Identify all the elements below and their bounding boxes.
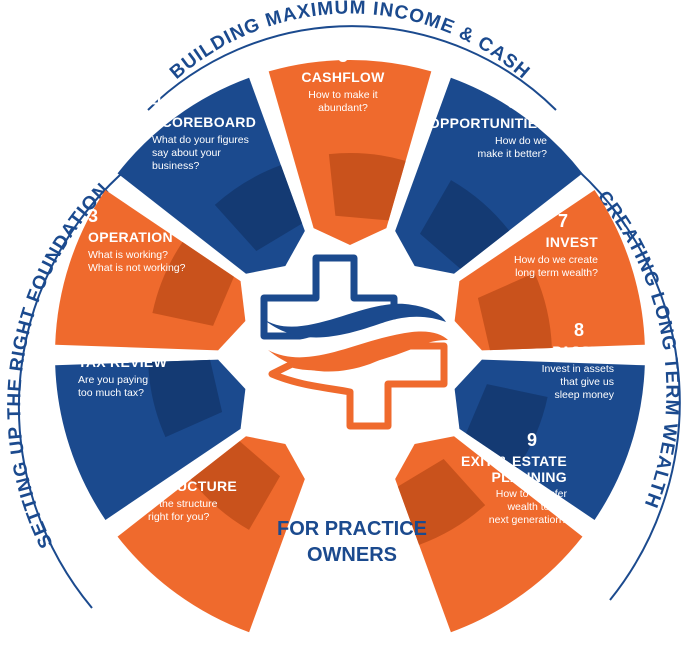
center-title-line1: FOR PRACTICE xyxy=(277,518,427,540)
segment-3-shade xyxy=(152,242,234,326)
segment-7-desc-line: How do we create xyxy=(514,254,598,266)
segment-9-title-line2: PLANNING xyxy=(491,469,567,485)
center-title-line2: OWNERS xyxy=(307,544,397,566)
segment-3-desc-line: What is not working? xyxy=(88,262,186,274)
logo-swoosh-blue xyxy=(262,303,446,338)
segment-1-desc-line: right for you? xyxy=(148,511,209,523)
segment-5-title: CASHFLOW xyxy=(301,69,385,85)
segment-9-desc-line: wealth to the xyxy=(506,501,567,513)
segment-4-title: SCOREBOARD xyxy=(152,114,256,130)
segment-8-desc-line: sleep money xyxy=(554,389,614,401)
segment-8-desc-line: that give us xyxy=(560,376,614,388)
segment-3-title: OPERATION xyxy=(88,229,173,245)
segment-9-desc-line: How to transfer xyxy=(496,488,568,500)
segment-7-shade xyxy=(477,272,552,351)
segment-1-title: STRUCTURE xyxy=(148,478,237,494)
segment-1-shade xyxy=(190,441,280,530)
segment-8-title: PASSIVE xyxy=(552,343,614,359)
segment-4-number: 4 xyxy=(152,91,162,111)
segment-4-shade xyxy=(214,165,303,251)
segment-2-desc-line: Are you paying xyxy=(78,374,148,386)
segment-2-title: TAX REVIEW xyxy=(78,354,168,370)
segment-8-shade xyxy=(466,384,548,468)
segment-4-desc-line: business? xyxy=(152,160,199,172)
segment-2-desc-line: too much tax? xyxy=(78,387,144,399)
segment-8-desc-line: Invest in assets xyxy=(542,363,614,375)
segment-7-number: 7 xyxy=(558,211,568,231)
segment-5-number: 5 xyxy=(338,46,348,66)
segment-5-desc-line: How to make it xyxy=(308,89,378,101)
segment-8-number: 8 xyxy=(574,320,584,340)
segment-5-shade xyxy=(328,153,406,221)
segment-6-shade xyxy=(420,180,510,269)
segment-9-title: EXIT & ESTATE xyxy=(461,453,567,469)
outer-ring-top xyxy=(147,25,557,111)
segment-6-number: 6 xyxy=(507,92,517,112)
segment-7-title: INVEST xyxy=(546,234,599,250)
segment-9-shade xyxy=(397,459,486,545)
segment-5-desc-line: abundant? xyxy=(318,102,368,114)
segment-1-desc-line: Is the structure xyxy=(148,498,218,510)
medical-cross-swoosh-icon xyxy=(260,254,448,430)
segment-6-desc-line: make it better? xyxy=(478,148,548,160)
outer-ring xyxy=(17,25,681,609)
segment-9-number: 9 xyxy=(527,430,537,450)
outer-ring-right xyxy=(555,151,681,601)
segment-9-desc-line: next generation? xyxy=(489,514,567,526)
outer-ring-left xyxy=(17,151,149,609)
segment-4-desc-line: What do your figures xyxy=(152,134,249,146)
logo-swoosh-orange xyxy=(268,331,448,372)
segment-3-desc-line: What is working? xyxy=(88,249,168,261)
segment-4-desc-line: say about your xyxy=(152,147,221,159)
segment-2-shade xyxy=(148,359,223,438)
segment-6-desc-line: How do we xyxy=(495,135,547,147)
segment-7-desc-line: long term wealth? xyxy=(515,267,598,279)
segment-6-title: OPPORTUNITIES xyxy=(429,115,547,131)
segment-3-number: 3 xyxy=(88,206,98,226)
